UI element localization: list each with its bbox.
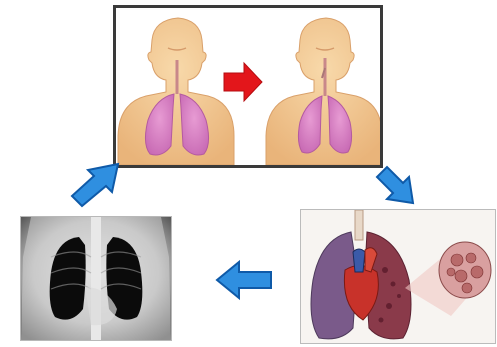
torso-comparison-panel: [113, 5, 383, 168]
blue-arrow-icon: [66, 160, 124, 212]
person-after: [266, 18, 380, 165]
blue-arrow-icon: [373, 163, 421, 209]
torso-comparison-illustration: [116, 8, 380, 165]
lung-heart-anatomy: [300, 209, 496, 344]
chest-x-ray: [20, 216, 172, 341]
person-before: [118, 18, 234, 165]
blue-arrow-icon: [213, 258, 275, 302]
red-right-arrow-icon: [224, 63, 262, 101]
